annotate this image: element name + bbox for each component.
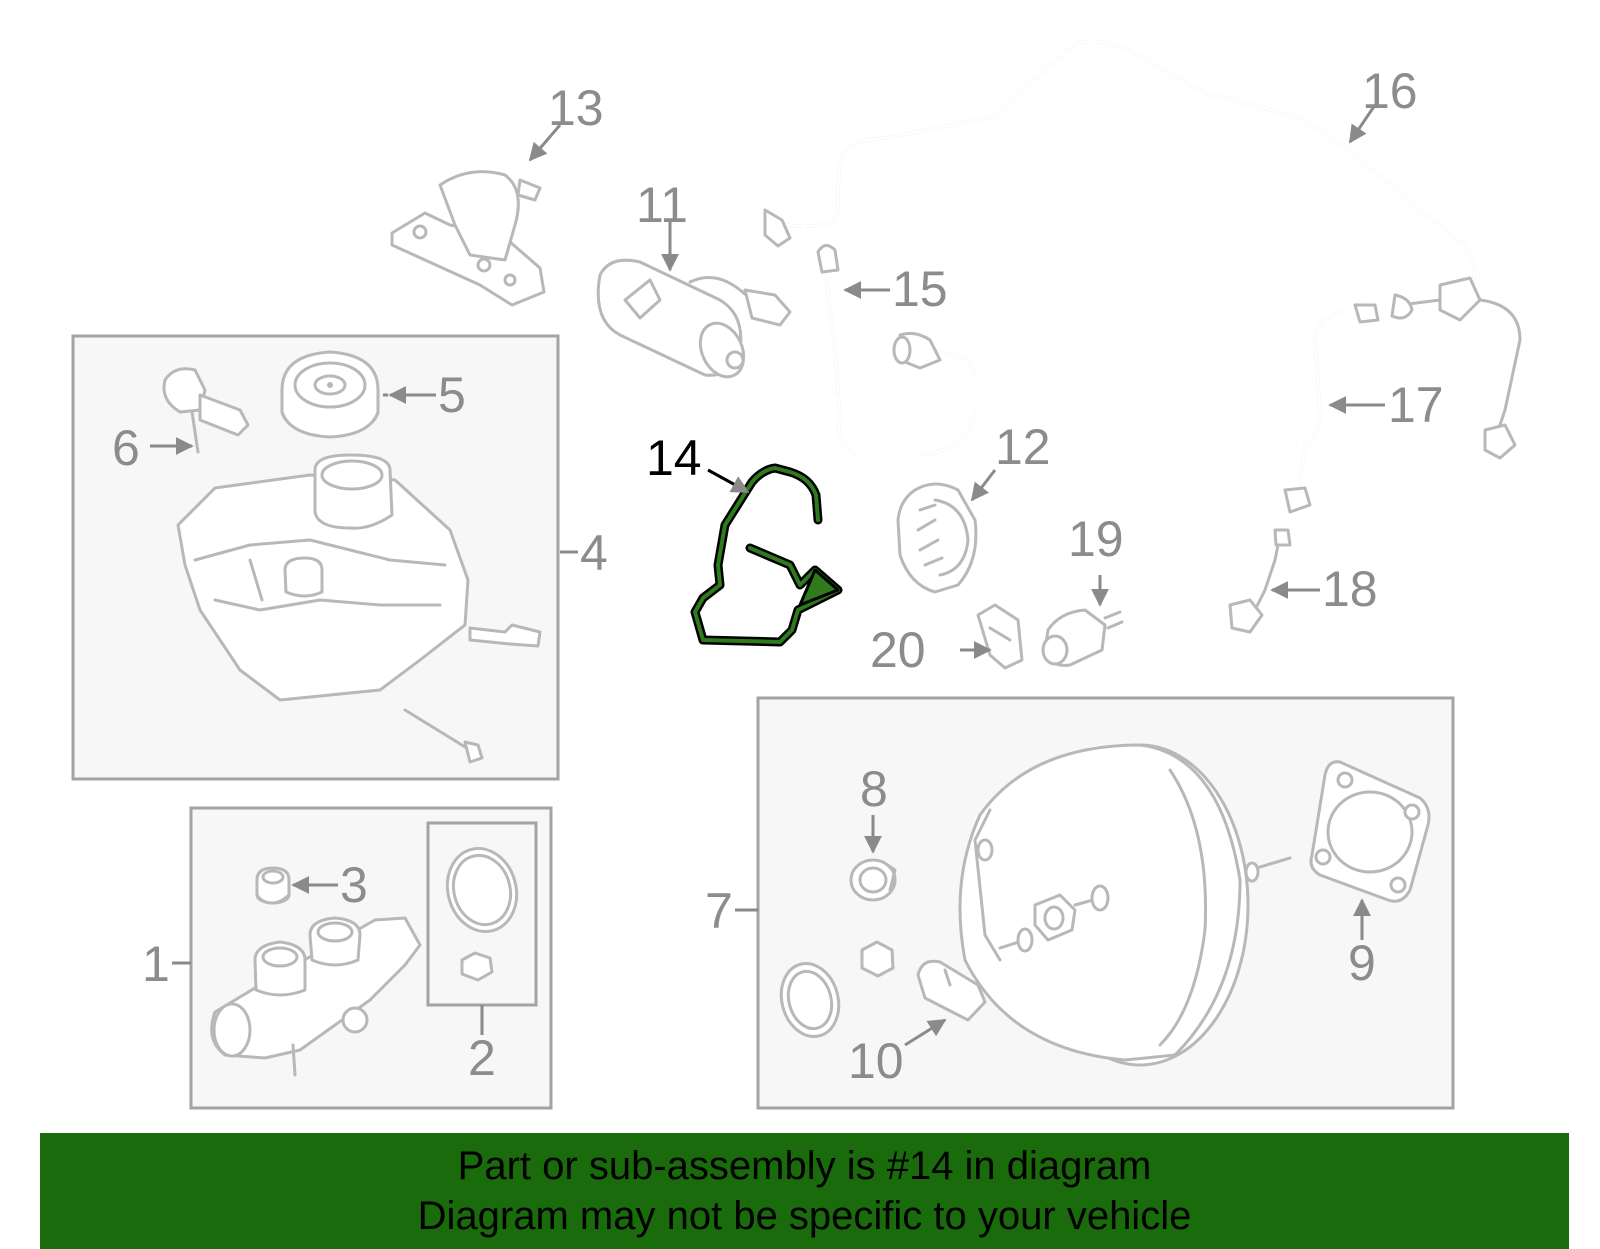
part-2-seal-kit[interactable] (438, 841, 525, 982)
part-12-grommet[interactable] (896, 482, 978, 594)
callout-17: 17 (1388, 377, 1444, 433)
part-7-seal-ring[interactable] (773, 957, 846, 1043)
part-3-grommet[interactable] (255, 866, 291, 905)
leader-lines (150, 104, 1385, 1047)
callout-18: 18 (1322, 561, 1378, 617)
callout-20: 20 (870, 622, 926, 678)
callout-1: 1 (142, 936, 170, 992)
callout-2: 2 (468, 1030, 496, 1086)
callout-6: 6 (112, 420, 140, 476)
callout-19: 19 (1068, 511, 1124, 567)
part-9-gasket[interactable] (1309, 760, 1431, 903)
callout-13: 13 (548, 80, 604, 136)
callout-4: 4 (580, 525, 608, 581)
callout-16: 16 (1362, 63, 1418, 119)
callout-8: 8 (860, 761, 888, 817)
part-20-connector[interactable] (976, 603, 1024, 670)
callout-9: 9 (1348, 935, 1376, 991)
part-15-hose-line[interactable] (816, 244, 977, 457)
part-10-connector[interactable] (916, 959, 987, 1022)
part-8-grommet[interactable] (849, 858, 897, 902)
footer-line-1: Part or sub-assembly is #14 in diagram (457, 1144, 1152, 1188)
part-19-switch[interactable] (1041, 608, 1124, 667)
footer-banner: Part or sub-assembly is #14 in diagram D… (40, 1133, 1569, 1249)
part-4-reservoir[interactable] (176, 453, 542, 764)
callout-11: 11 (636, 177, 688, 233)
part-1-master-cylinder[interactable] (210, 916, 422, 1077)
callout-3: 3 (340, 857, 368, 913)
footer-line-2: Diagram may not be specific to your vehi… (417, 1194, 1192, 1238)
callout-7: 7 (705, 883, 733, 939)
part-7-nut[interactable] (860, 940, 895, 978)
callout-14: 14 (646, 430, 702, 486)
part-18-sensor[interactable] (1228, 528, 1292, 634)
part-11-pump-motor[interactable] (596, 258, 792, 384)
callout-15: 15 (892, 261, 948, 317)
part-13-bracket[interactable] (390, 170, 546, 307)
callout-12: 12 (995, 419, 1051, 475)
callout-10: 10 (848, 1033, 904, 1089)
part-7-brake-booster[interactable] (958, 743, 1292, 1067)
part-6-sensor[interactable] (162, 367, 250, 454)
part-17-line[interactable] (1283, 303, 1380, 514)
part-5-cap[interactable] (280, 350, 380, 439)
part-14-hose-highlighted[interactable] (690, 463, 843, 647)
callouts: 13 11 16 15 12 17 19 18 20 5 6 4 3 1 2 7… (112, 63, 1444, 1089)
callout-5: 5 (438, 367, 466, 423)
part-16-brake-line[interactable] (763, 39, 1522, 460)
